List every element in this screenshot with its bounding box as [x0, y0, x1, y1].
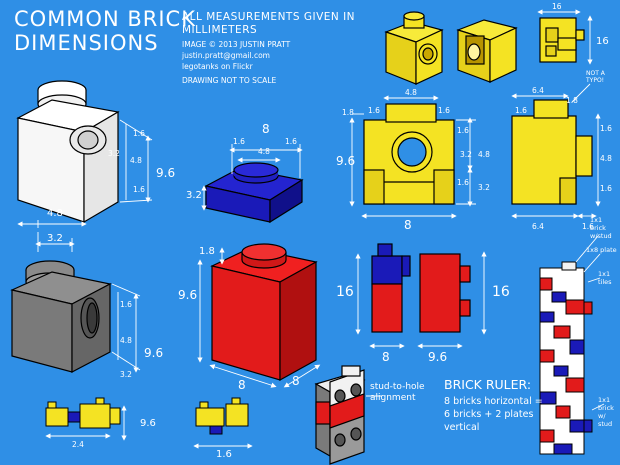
plate-dim-1-6-b: 1.6 [285, 137, 297, 146]
title-line-1: COMMON BRICK [14, 7, 196, 31]
white-dim-1-6-a: 1.6 [133, 129, 145, 138]
red-blue-brick-pair [371, 243, 471, 333]
brick-ruler-title: BRICK RULER: [444, 377, 532, 392]
credit-line-2: justin.pratt@gmail.com [182, 51, 270, 60]
right-dim-4-8: 4.8 [600, 154, 612, 163]
yellow-small-dim-9-6: 9.6 [140, 418, 156, 429]
white-dim-4-8-width: 4.8 [47, 208, 63, 219]
measurements-note-1: ALL MEASUREMENTS GIVEN IN [182, 11, 356, 23]
side-dim-9-6: 9.6 [336, 154, 356, 168]
side-dim-1-6-b: 1.6 [438, 106, 450, 115]
ruler-label-1x8-plate: 1x8 plate [586, 246, 617, 254]
ruler-label-1x1-tiles: 1x1 tiles [598, 270, 612, 286]
side-dim-1-6-a: 1.6 [368, 106, 380, 115]
blue-plate [204, 162, 304, 224]
yellow-brick-side-hole [363, 103, 455, 205]
white-dim-3-2: 3.2 [108, 149, 120, 158]
not-a-typo-note: NOT A TYPO! [586, 70, 605, 84]
yellow-brick-side-stud [511, 99, 593, 205]
white-dim-4-8: 4.8 [130, 156, 142, 165]
title-line-2: DIMENSIONS [14, 31, 159, 55]
red-dim-1-8: 1.8 [199, 246, 215, 257]
side-dim-3-2-a: 3.2 [460, 150, 472, 159]
stud-to-hole-stack [314, 365, 366, 465]
ruler-label-1x1-brick-stud: 1x1 brick w/stud [590, 216, 612, 240]
right-dim-1-6-c: 1.6 [600, 184, 612, 193]
measurements-note-2: MILLIMETERS [182, 24, 258, 36]
grey-dim-4-8: 4.8 [120, 336, 132, 345]
white-dim-1-6-b: 1.6 [133, 185, 145, 194]
side-dim-3-2-b: 3.2 [478, 183, 490, 192]
grey-brick-with-hole [10, 260, 112, 373]
credit-line-1: IMAGE © 2013 JUSTIN PRATT [182, 40, 291, 49]
yellow-brick-iso-front [384, 11, 444, 85]
red-dim-9-6: 9.6 [178, 288, 198, 302]
side-dim-8: 8 [404, 218, 412, 232]
top-view-dim-16-b: 16 [596, 36, 609, 47]
white-dim-3-2-width: 3.2 [47, 233, 63, 244]
right-dim-6-4-a: 6.4 [532, 86, 544, 95]
right-dim-1-8: 1.8 [566, 96, 578, 105]
right-dim-6-4-b: 6.4 [532, 222, 544, 231]
red-brick [210, 243, 318, 382]
side-dim-1-6-c: 1.6 [457, 126, 469, 135]
brick-ruler-line-3: vertical [444, 422, 480, 433]
pair-dim-16-b: 16 [492, 284, 510, 300]
yellow-small-dim-1-6: 1.6 [216, 449, 232, 460]
yellow-brick-iso-back [456, 19, 518, 83]
brick-ruler-line-2: 6 bricks + 2 plates [444, 409, 534, 420]
pair-dim-16-a: 16 [336, 284, 354, 300]
stud-to-hole-label: stud-to-hole alignment [370, 382, 425, 403]
grey-dim-1-6: 1.6 [120, 300, 132, 309]
brick-ruler-tower [539, 261, 593, 455]
side-dim-4-8-b: 4.8 [478, 150, 490, 159]
pair-dim-9-6: 9.6 [428, 350, 448, 364]
right-dim-1-6-b: 1.6 [600, 124, 612, 133]
plate-dim-4-8: 4.8 [258, 147, 270, 156]
plate-dim-3-2: 3.2 [186, 190, 202, 201]
yellow-brick-top-view [539, 17, 585, 63]
ruler-label-1x1-brick-w-stud: 1x1 brick w/ stud [598, 396, 614, 428]
grey-dim-3-2: 3.2 [120, 370, 132, 379]
right-dim-1-6-a: 1.6 [515, 106, 527, 115]
right-dim-1-6-d: 1.6 [582, 222, 594, 231]
pair-dim-8: 8 [382, 350, 390, 364]
brick-ruler-line-1: 8 bricks horizontal = [444, 396, 543, 407]
yellow-side-piece-left [45, 397, 121, 429]
plate-dim-8: 8 [262, 122, 270, 136]
grey-dim-9-6: 9.6 [144, 346, 164, 360]
white-brick-with-hole [16, 80, 120, 224]
red-dim-8-a: 8 [238, 378, 246, 392]
yellow-small-dim-2-4: 2.4 [72, 440, 84, 449]
side-dim-4-8: 4.8 [405, 88, 417, 97]
top-view-dim-16-a: 16 [552, 2, 562, 11]
credit-line-3: legotanks on Flickr [182, 62, 253, 71]
red-dim-8-b: 8 [292, 374, 300, 388]
white-dim-9-6: 9.6 [156, 166, 176, 180]
not-to-scale-note: DRAWING NOT TO SCALE [182, 76, 277, 85]
side-dim-1-6-d: 1.6 [457, 178, 469, 187]
plate-dim-1-6-a: 1.6 [233, 137, 245, 146]
yellow-side-piece-mid [195, 397, 249, 435]
side-dim-1-8: 1.8 [342, 108, 354, 117]
